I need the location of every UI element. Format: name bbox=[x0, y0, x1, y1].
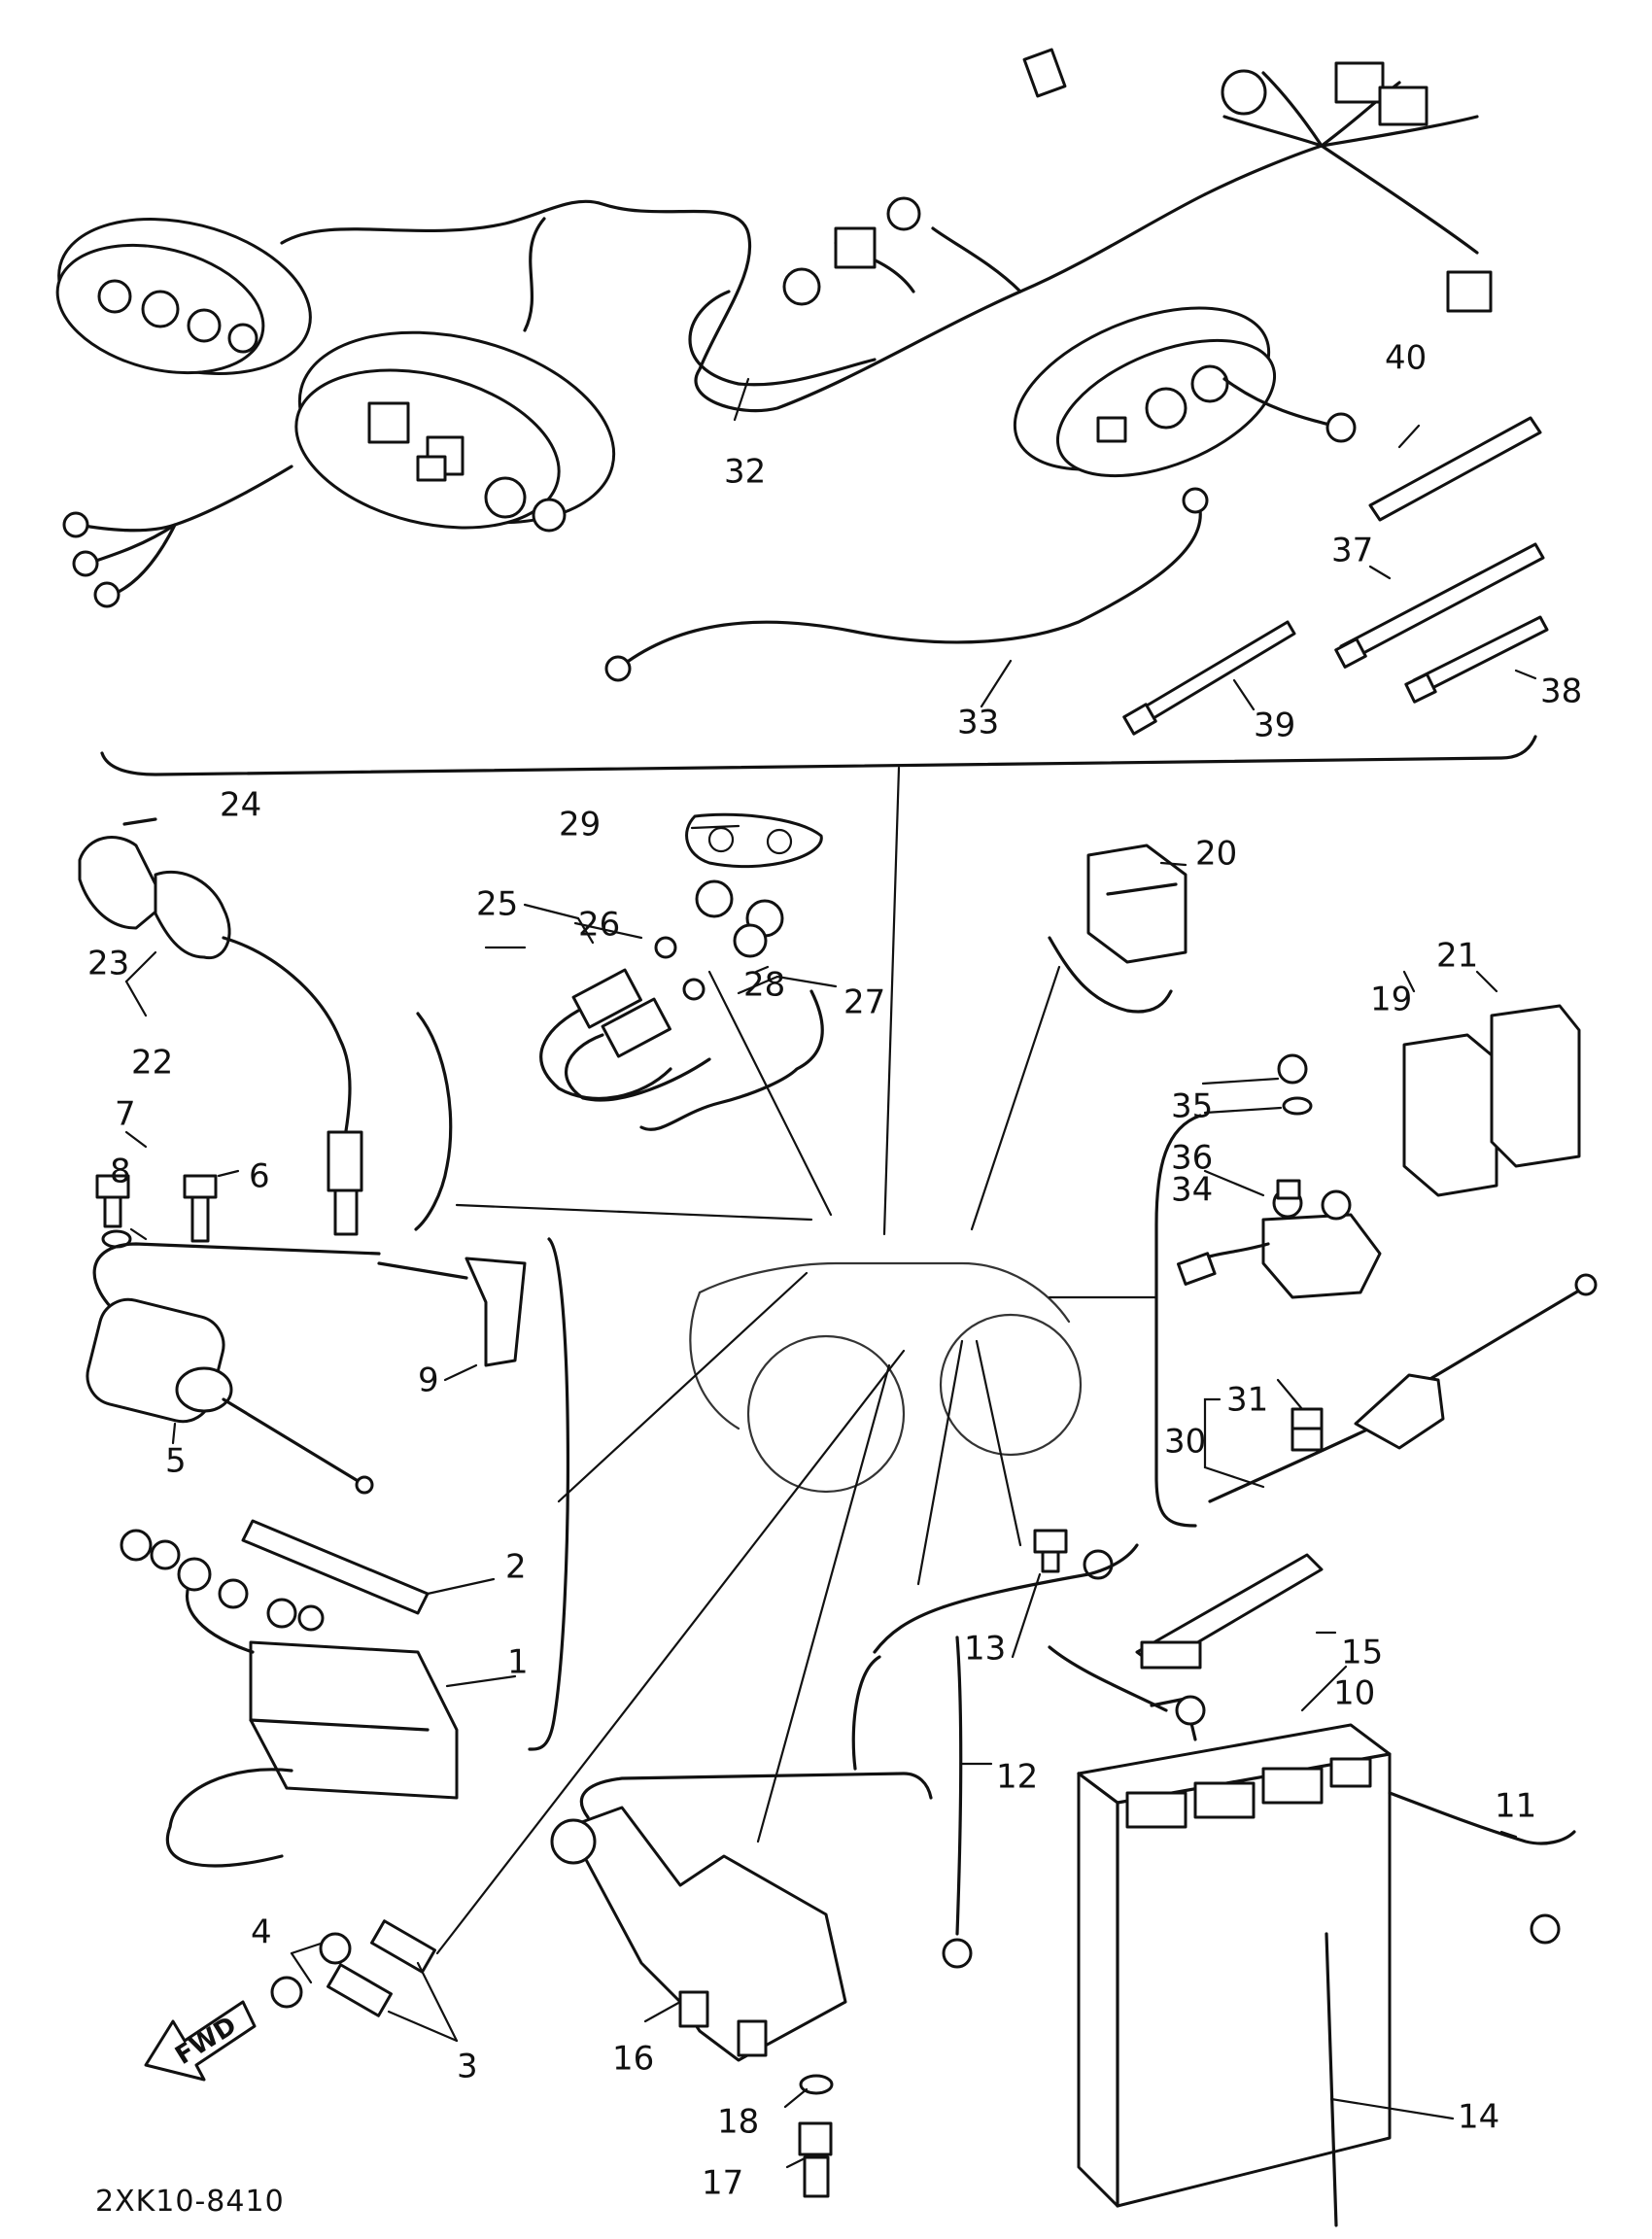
fwd-label: FWD bbox=[170, 2011, 242, 2070]
callout-19: 19 bbox=[1370, 981, 1412, 1019]
callout-7: 7 bbox=[115, 1095, 136, 1134]
callout-40: 40 bbox=[1385, 339, 1427, 378]
screws-3-washers-4 bbox=[270, 1919, 436, 2017]
callout-21: 21 bbox=[1436, 937, 1478, 976]
callout-13: 13 bbox=[964, 1630, 1006, 1669]
callout-37: 37 bbox=[1331, 532, 1373, 570]
plug-cap-9 bbox=[465, 1257, 527, 1367]
callout-15: 15 bbox=[1341, 1634, 1383, 1672]
callout-32: 32 bbox=[724, 453, 766, 492]
relays-19-21 bbox=[1402, 1004, 1581, 1197]
leader-lines bbox=[124, 377, 1537, 2169]
callout-36: 36 bbox=[1171, 1139, 1213, 1178]
callout-25: 25 bbox=[476, 885, 518, 924]
callout-6: 6 bbox=[249, 1157, 270, 1196]
strap-14 bbox=[1325, 1932, 1338, 2227]
callout-5: 5 bbox=[165, 1442, 187, 1481]
meter-pod-center bbox=[294, 330, 616, 533]
cable-12 bbox=[942, 1636, 1168, 1969]
lead-wire-32 bbox=[688, 290, 877, 387]
starter-relay-34 bbox=[1176, 1053, 1382, 1299]
callout-labels: 1 2 3 4 5 6 7 8 9 10 11 12 13 14 15 16 1… bbox=[87, 339, 1582, 2203]
callout-17: 17 bbox=[702, 2164, 743, 2203]
callout-20: 20 bbox=[1195, 835, 1237, 874]
callout-27: 27 bbox=[843, 983, 885, 1022]
tube-24 bbox=[122, 817, 157, 826]
bolt-17-washer-18 bbox=[798, 2074, 834, 2198]
gasket-29 bbox=[685, 812, 823, 869]
harness-bracket bbox=[100, 735, 1537, 776]
callout-3: 3 bbox=[457, 2048, 478, 2086]
callout-10: 10 bbox=[1333, 1674, 1375, 1713]
callout-22: 22 bbox=[131, 1044, 173, 1083]
callout-29: 29 bbox=[559, 806, 601, 844]
relay-20 bbox=[1086, 844, 1187, 964]
callout-39: 39 bbox=[1254, 706, 1295, 745]
regulator-16 bbox=[550, 1806, 847, 2062]
callout-33: 33 bbox=[957, 704, 999, 742]
callout-11: 11 bbox=[1495, 1787, 1536, 1826]
ignition-coil-5 bbox=[86, 1242, 468, 1495]
callout-2: 2 bbox=[505, 1548, 527, 1587]
switches-25-28 bbox=[539, 879, 784, 1102]
callout-31: 31 bbox=[1226, 1381, 1268, 1420]
callout-23: 23 bbox=[87, 945, 129, 983]
spark-plug-cap-22 bbox=[78, 836, 363, 1236]
callout-34: 34 bbox=[1171, 1171, 1213, 1210]
meter-pod-right bbox=[1013, 306, 1277, 478]
motorcycle-outline bbox=[689, 1261, 1083, 1494]
headlight-pod-left bbox=[55, 218, 312, 375]
callout-30: 30 bbox=[1164, 1423, 1206, 1462]
cdi-unit-1 bbox=[120, 1519, 459, 1868]
callout-26: 26 bbox=[578, 906, 620, 945]
switch-30 bbox=[1208, 1273, 1598, 1503]
diagram-code: 2XK10-8410 bbox=[95, 2185, 285, 2219]
callout-16: 16 bbox=[612, 2040, 654, 2079]
callout-24: 24 bbox=[220, 786, 261, 825]
callout-8: 8 bbox=[110, 1153, 131, 1191]
callout-4: 4 bbox=[251, 1913, 272, 1952]
breather-11 bbox=[1388, 1791, 1576, 1845]
callout-38: 38 bbox=[1540, 672, 1582, 711]
battery-10 bbox=[1077, 1695, 1392, 2208]
fwd-arrow-icon: FWD bbox=[144, 2000, 257, 2082]
callout-9: 9 bbox=[418, 1361, 439, 1400]
lead-wire-33 bbox=[620, 508, 1202, 668]
callout-12: 12 bbox=[996, 1758, 1038, 1797]
bolts-6-7-8 bbox=[95, 1174, 218, 1249]
callout-18: 18 bbox=[717, 2103, 759, 2142]
callout-14: 14 bbox=[1458, 2098, 1499, 2137]
callout-28: 28 bbox=[743, 966, 785, 1005]
bands-37-40 bbox=[1122, 416, 1549, 736]
wire-harness-assembly bbox=[55, 48, 1493, 608]
callout-35: 35 bbox=[1171, 1087, 1213, 1126]
callout-1: 1 bbox=[507, 1643, 529, 1682]
